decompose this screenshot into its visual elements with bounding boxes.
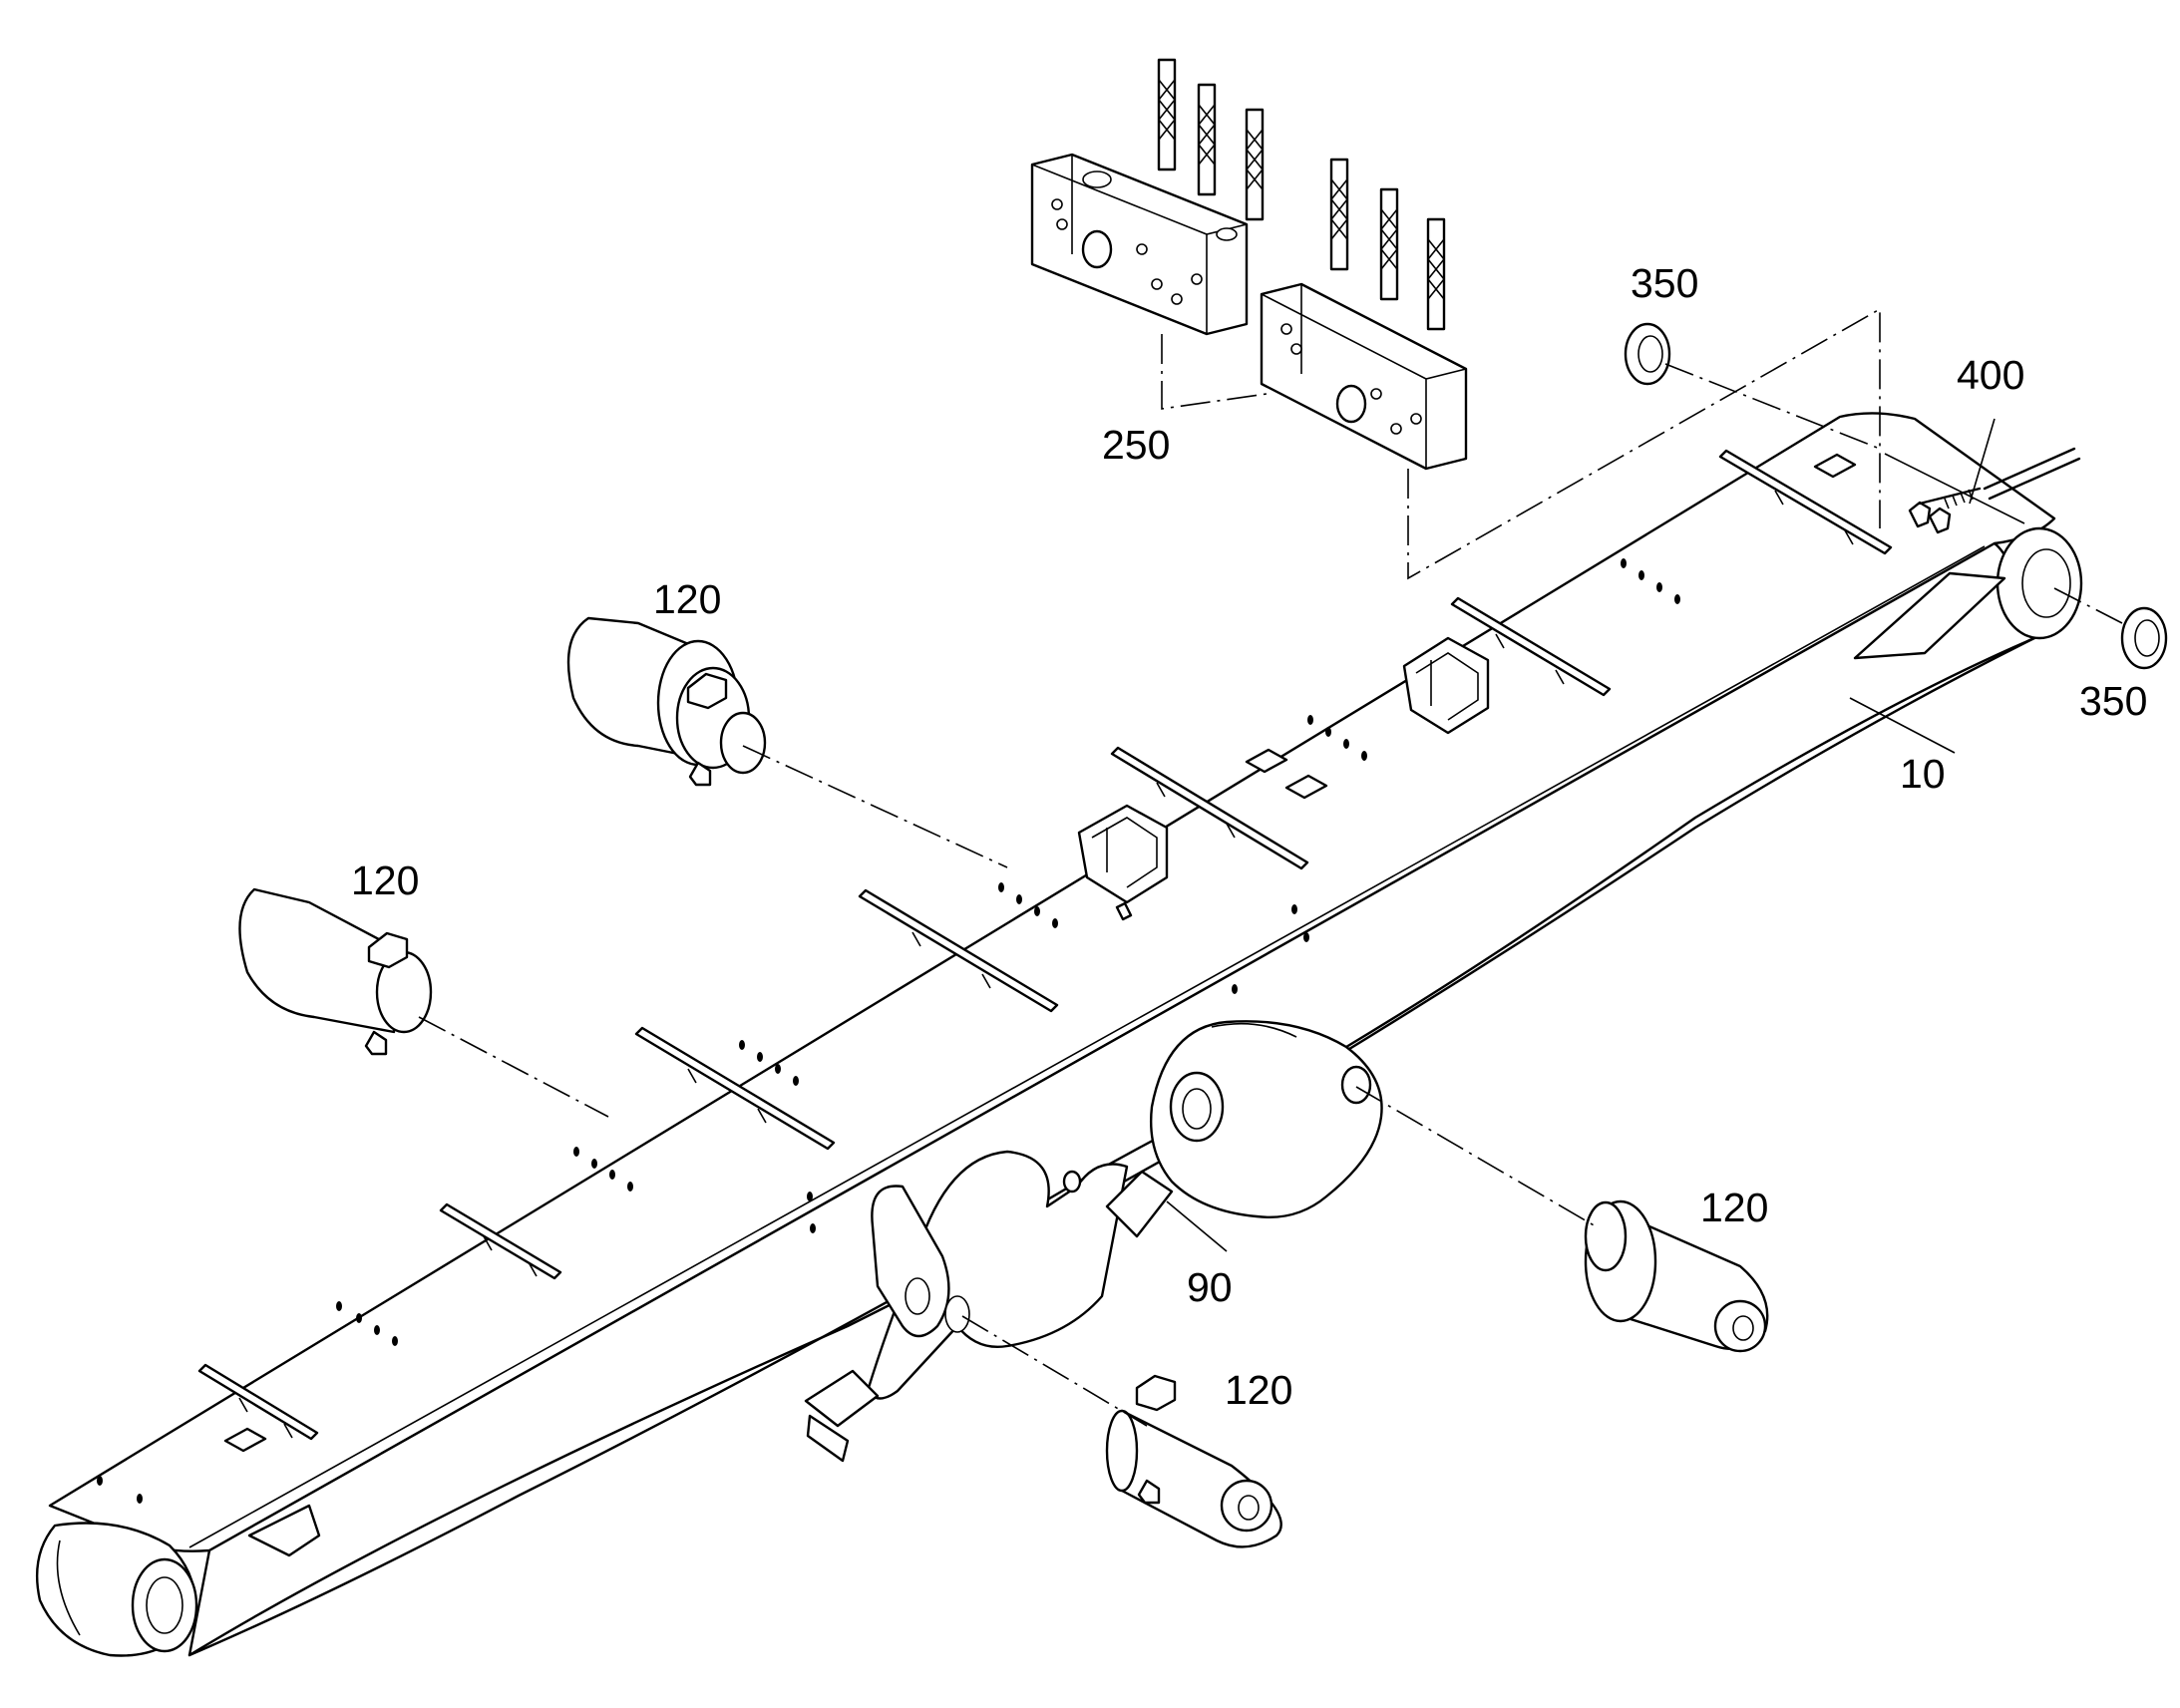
main-boom	[35, 412, 2083, 1657]
shim-right	[2120, 606, 2168, 670]
pin-upper-left	[566, 616, 767, 787]
callout-shim-right: 350	[2079, 678, 2147, 724]
mounting-bars	[197, 449, 1893, 1441]
callout-main-boom: 10	[1900, 751, 1946, 797]
callout-hose-blocks: 250	[1102, 422, 1170, 468]
shim-top	[1624, 322, 1671, 386]
callouts: 10 90 120 120 120 120 250 350 350 400	[351, 260, 2147, 1413]
callout-pin-bottom: 120	[1225, 1367, 1292, 1413]
leader-lines	[1166, 418, 1996, 1252]
boom-holes	[97, 558, 1680, 1504]
clamp-brackets	[1077, 636, 1490, 904]
hose-clamp-400	[1908, 447, 2081, 534]
callout-hose-clamp: 400	[1957, 352, 2024, 398]
pin-bottom	[1105, 1374, 1282, 1548]
callout-pin-right: 120	[1700, 1185, 1768, 1230]
assembly-lines	[418, 307, 2123, 1427]
bracket-90	[804, 1020, 1383, 1463]
callout-bracket: 90	[1187, 1264, 1233, 1310]
hose-block-left	[1030, 58, 1265, 336]
callout-shim-top: 350	[1631, 260, 1698, 306]
pin-right	[1584, 1199, 1769, 1353]
callout-pin-left: 120	[351, 857, 419, 903]
pin-left	[238, 887, 433, 1056]
boom-pads	[223, 453, 1857, 1453]
hose-block-right	[1260, 158, 1468, 471]
callout-pin-upper-left: 120	[653, 576, 721, 622]
